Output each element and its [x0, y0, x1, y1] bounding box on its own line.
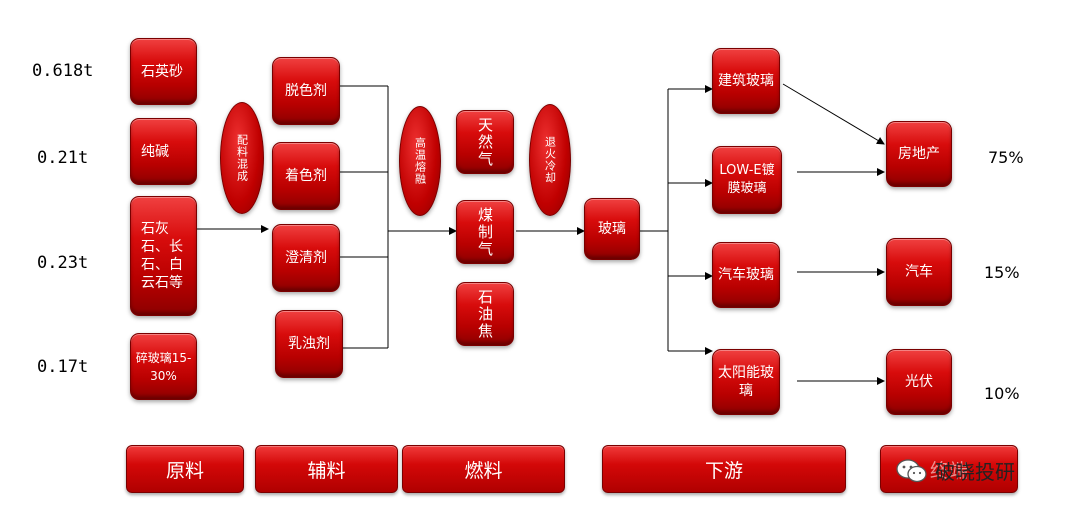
category-label: 燃料 [464, 459, 503, 482]
ratio-soda-ash: 0.21t [37, 148, 89, 168]
fuel-label: 石油焦 [476, 288, 494, 340]
ratio-limestone: 0.23t [37, 253, 89, 273]
type-label: 太阳能玻璃 [718, 365, 774, 399]
watermark-text: 破晓投研 [935, 460, 1015, 484]
type-box-automotive-glass: 汽车玻璃 [712, 242, 780, 308]
type-box-architectural-glass: 建筑玻璃 [712, 48, 780, 114]
process-label: 高温熔融 [413, 137, 427, 185]
end-box-automobile: 汽车 [886, 238, 952, 306]
end-label: 汽车 [905, 264, 933, 280]
process-label: 配料混成 [235, 134, 249, 182]
raw-box-cullet: 碎玻璃15-30% [130, 333, 197, 400]
raw-label: 纯碱 [141, 143, 169, 160]
raw-box-quartz-sand: 石英砂 [130, 38, 197, 105]
watermark: 破晓投研 [895, 456, 1015, 485]
category-label: 辅料 [307, 459, 346, 482]
end-label: 光伏 [905, 374, 933, 390]
category-auxiliary: 辅料 [255, 445, 398, 493]
raw-box-limestone: 石灰石、长石、白云石等 [130, 196, 197, 316]
aux-label: 澄清剂 [285, 250, 327, 266]
oval-melting: 高温熔融 [399, 106, 441, 216]
category-label: 下游 [704, 459, 743, 482]
product-label: 玻璃 [598, 221, 626, 237]
category-label: 终端 [929, 459, 968, 482]
aux-box-fining-agent: 澄清剂 [272, 224, 340, 292]
oval-batching: 配料混成 [220, 102, 264, 214]
end-label: 房地产 [898, 146, 940, 162]
type-label: 汽车玻璃 [718, 267, 774, 283]
aux-box-opacifier: 乳浊剂 [275, 310, 343, 378]
fuel-label: 天然气 [476, 116, 494, 168]
category-downstream: 下游 [602, 445, 846, 493]
raw-box-soda-ash: 纯碱 [130, 118, 197, 185]
aux-label: 脱色剂 [285, 83, 327, 99]
category-terminal: 终端 [880, 445, 1018, 493]
ratio-quartz-sand: 0.618t [32, 61, 94, 81]
raw-label: 碎玻璃15-30% [135, 350, 192, 383]
end-box-photovoltaic: 光伏 [886, 349, 952, 415]
process-label: 退火冷却 [543, 136, 557, 184]
end-box-real-estate: 房地产 [886, 121, 952, 187]
fuel-box-coal-gas: 煤制气 [456, 200, 514, 264]
product-box-glass: 玻璃 [584, 198, 640, 260]
type-label: 建筑玻璃 [718, 73, 774, 89]
aux-box-colorant: 着色剂 [272, 142, 340, 210]
category-raw-materials: 原料 [126, 445, 244, 493]
share-photovoltaic: 10% [984, 384, 1020, 403]
wechat-icon [896, 458, 927, 482]
type-box-solar-glass: 太阳能玻璃 [712, 349, 780, 415]
fuel-box-natural-gas: 天然气 [456, 110, 514, 174]
oval-annealing: 退火冷却 [529, 104, 571, 216]
type-label: LOW-E镀膜玻璃 [719, 163, 775, 196]
type-box-lowe-glass: LOW-E镀膜玻璃 [712, 146, 782, 214]
aux-box-decolorizer: 脱色剂 [272, 57, 340, 125]
share-real-estate: 75% [988, 148, 1024, 167]
raw-label: 石灰石、长石、白云石等 [141, 221, 183, 291]
ratio-cullet: 0.17t [37, 357, 89, 377]
fuel-box-petroleum-coke: 石油焦 [456, 282, 514, 346]
share-automobile: 15% [984, 263, 1020, 282]
fuel-label: 煤制气 [476, 206, 494, 258]
aux-label: 乳浊剂 [288, 336, 330, 352]
category-fuel: 燃料 [402, 445, 565, 493]
aux-label: 着色剂 [285, 168, 327, 184]
category-label: 原料 [165, 459, 204, 482]
raw-label: 石英砂 [141, 63, 183, 80]
